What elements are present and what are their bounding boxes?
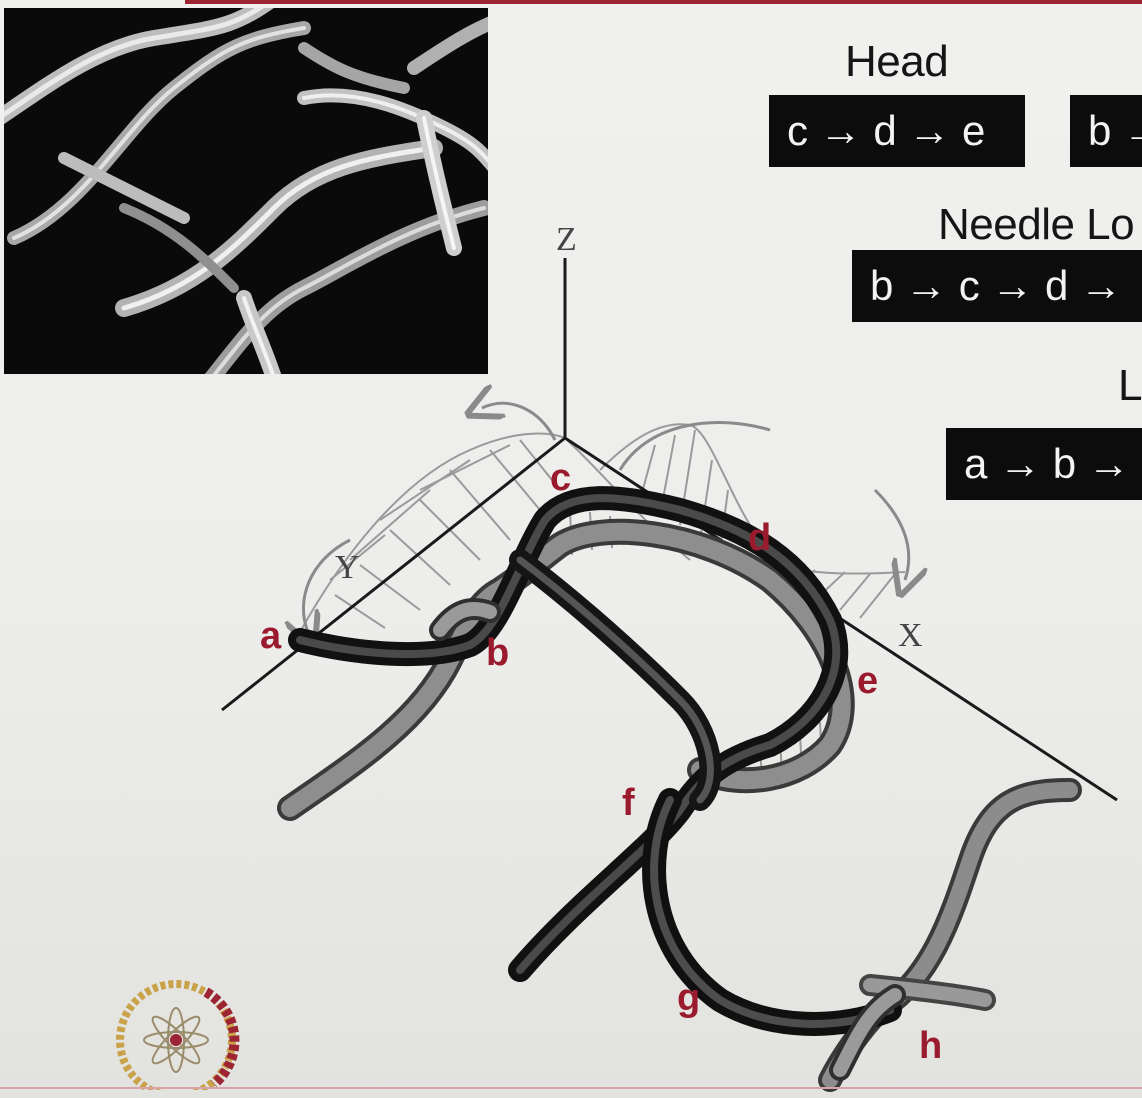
needle-loop-sequence-box: b → c → d →: [852, 250, 1142, 322]
heading-sinker-loop: L: [1118, 361, 1142, 410]
institute-logo: [116, 980, 240, 1090]
point-label-a: a: [260, 615, 282, 657]
rotation-arrows: [303, 403, 908, 632]
heading-needle-loop: Needle Lo: [938, 200, 1135, 249]
point-label-d: d: [748, 517, 771, 559]
point-label-c: c: [550, 457, 571, 499]
sinker-loop-sequence-box: a → b →: [946, 428, 1142, 500]
x-axis-label: X: [898, 617, 923, 654]
knit-fabric-micrograph: [4, 8, 488, 374]
head-sequence-box-second: b →: [1070, 95, 1142, 167]
point-label-e: e: [857, 660, 878, 702]
y-axis: [221, 436, 566, 712]
z-axis-label: Z: [556, 221, 577, 258]
point-label-g: g: [677, 977, 700, 1019]
heading-head: Head: [845, 37, 949, 86]
point-label-f: f: [622, 782, 635, 824]
y-axis-label: Y: [335, 549, 360, 586]
head-sequence-box: c → d → e: [769, 95, 1025, 167]
yarn-dark: [288, 486, 902, 1036]
top-accent-rule: [185, 0, 1142, 4]
point-label-h: h: [919, 1025, 942, 1067]
bottom-accent-rule: [0, 1087, 1142, 1089]
point-label-b: b: [486, 632, 509, 674]
